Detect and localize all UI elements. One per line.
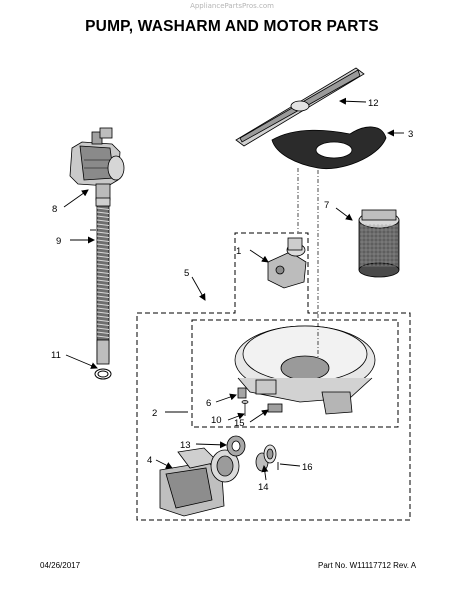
callout-5: 5 <box>184 268 189 279</box>
callout-16: 16 <box>302 462 313 473</box>
hose-rib <box>96 291 110 294</box>
hose-rib <box>96 327 110 330</box>
spray-arm-part-12 <box>235 67 365 147</box>
hose-rib <box>96 259 110 262</box>
filter-mesh <box>360 224 398 267</box>
leader-lines <box>63 97 404 481</box>
motor-part-4 <box>159 447 240 517</box>
hose-rib <box>96 287 110 290</box>
callout-8: 8 <box>52 204 57 215</box>
callout-10: 10 <box>211 415 222 426</box>
hose-rib <box>96 311 110 314</box>
callout-6: 6 <box>206 398 211 409</box>
hose-rib <box>96 323 110 326</box>
hose-rib <box>96 227 110 230</box>
hose-rib <box>96 299 110 302</box>
page-title: PUMP, WASHARM AND MOTOR PARTS <box>85 18 379 35</box>
hose-rib <box>96 331 110 334</box>
assembly-5-outline <box>136 232 411 521</box>
gasket-part-3 <box>271 126 387 170</box>
hose-clamp-part-11 <box>94 368 112 380</box>
hose-rib <box>96 215 110 218</box>
hose-rib <box>96 235 110 238</box>
callout-4: 4 <box>147 455 152 466</box>
hose-rib <box>96 283 110 286</box>
hose-rib <box>96 335 110 338</box>
hose-rib <box>96 271 110 274</box>
hose-rib <box>96 315 110 318</box>
watermark: AppliancePartsPros.com <box>190 2 274 10</box>
callout-7: 7 <box>324 200 329 211</box>
hose-rib <box>96 267 110 270</box>
hose-rib <box>96 219 110 222</box>
callout-1: 1 <box>236 246 241 257</box>
callout-13: 13 <box>180 440 191 451</box>
assembly-2-outline <box>191 319 399 428</box>
heater-connector-part-15 <box>267 403 283 413</box>
seal-part-13 <box>226 435 246 457</box>
callout-14: 14 <box>258 482 269 493</box>
callout-12: 12 <box>368 98 379 109</box>
drain-pump-part-8 <box>69 127 125 201</box>
hose-rib <box>96 243 110 246</box>
drain-hose-ribs <box>96 207 110 338</box>
hose-rib <box>96 279 110 282</box>
callout-15: 15 <box>234 418 245 429</box>
hose-rib <box>96 255 110 258</box>
hose-rib <box>96 239 110 242</box>
callout-labels: 1 2 3 4 5 6 7 8 9 10 11 12 13 14 15 16 <box>51 98 413 493</box>
footer-date: 04/26/2017 <box>40 561 81 570</box>
axis-lines <box>297 168 319 358</box>
hose-rib <box>96 307 110 310</box>
footer-part-number: Part No. W11117712 Rev. A <box>318 561 417 570</box>
hose-rib <box>96 231 110 234</box>
hose-rib <box>96 207 110 210</box>
hose-rib <box>96 303 110 306</box>
hose-rib <box>96 263 110 266</box>
housing-part-16 <box>263 444 277 464</box>
hose-rib <box>96 223 110 226</box>
diverter-part-1 <box>267 237 307 289</box>
hose-rib <box>96 295 110 298</box>
hose-rib <box>96 319 110 322</box>
callout-9: 9 <box>56 236 61 247</box>
screw-part-10 <box>241 400 249 416</box>
callout-11: 11 <box>51 350 61 361</box>
hose-rib <box>96 247 110 250</box>
hose-rib <box>96 251 110 254</box>
hose-rib <box>96 275 110 278</box>
sump-assembly <box>234 325 376 415</box>
filter-part-7 <box>358 209 400 278</box>
clip-part-6 <box>237 387 247 399</box>
hose-rib <box>96 211 110 214</box>
callout-3: 3 <box>408 129 413 140</box>
callout-2: 2 <box>152 408 157 419</box>
